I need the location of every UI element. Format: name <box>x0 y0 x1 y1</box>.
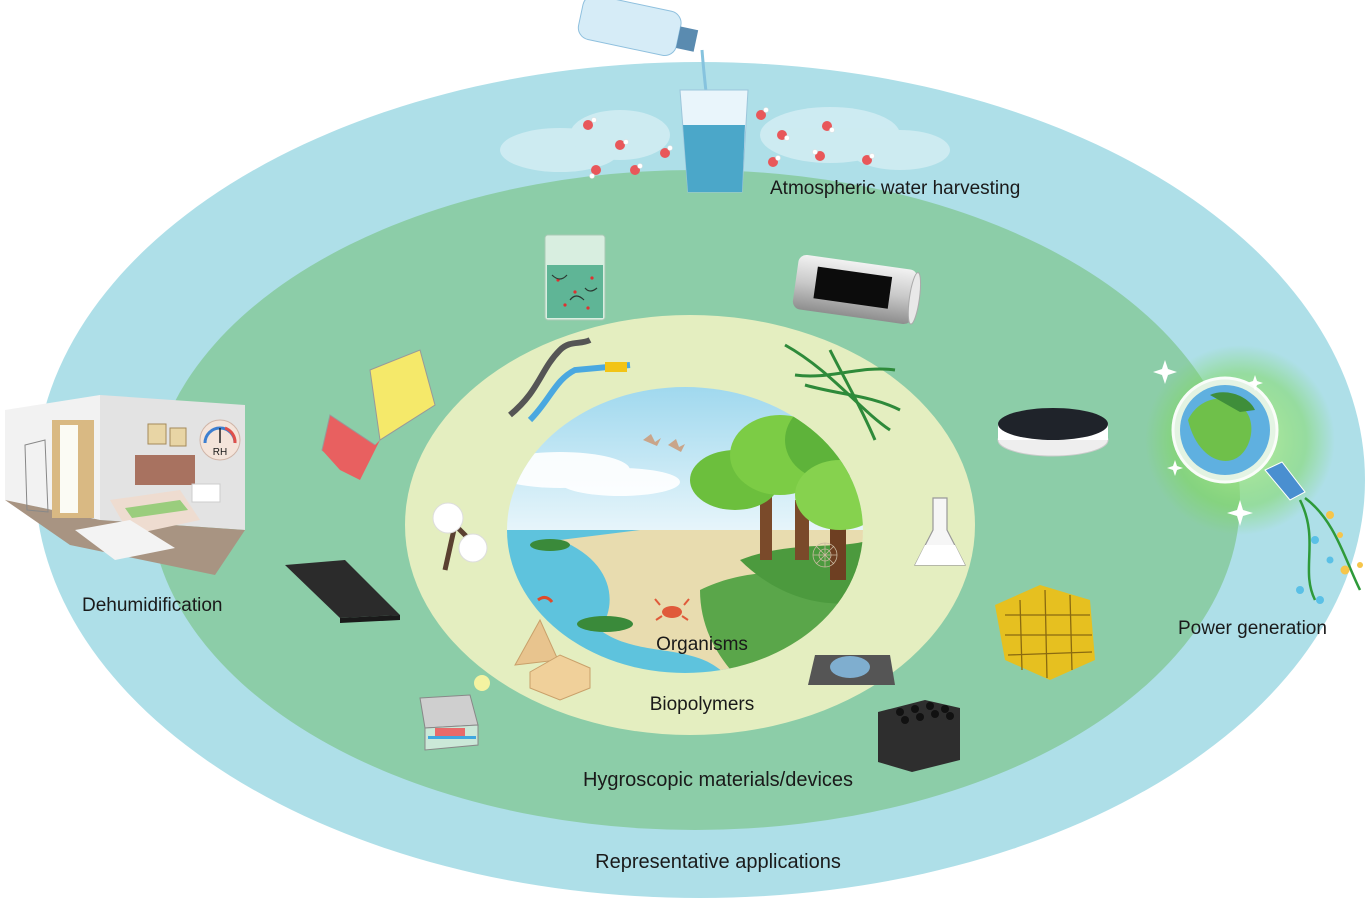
gauge-label: RH <box>213 447 227 458</box>
bird-icon <box>643 434 685 452</box>
organisms-label: Organisms <box>656 634 748 655</box>
power-generation-label: Power generation <box>1178 618 1327 639</box>
fiber-strands-icon <box>784 343 901 441</box>
lightbulb-earth-icon <box>1145 345 1363 604</box>
aerogel-foam-icon <box>995 585 1095 680</box>
solar-device-icon <box>419 675 490 751</box>
spider-web-icon <box>812 542 838 568</box>
honeycomb-monolith-icon <box>878 700 960 772</box>
biopolymers-label: Biopolymers <box>650 694 755 715</box>
disc-sorbent-icon <box>997 408 1109 457</box>
film-sheet-icon <box>321 349 436 480</box>
awh-label: Atmospheric water harvesting <box>770 178 1020 199</box>
wire-icon <box>1298 496 1362 601</box>
bubble-icon <box>1296 511 1363 604</box>
dehumidification-label: Dehumidification <box>82 595 222 616</box>
materials-label: Hygroscopic materials/devices <box>583 769 853 791</box>
water-molecule-icon <box>583 107 875 179</box>
cylinder-device-icon <box>792 254 922 325</box>
sun-glare-icon <box>474 675 490 691</box>
sparkle-icon <box>1153 360 1263 526</box>
humidity-gauge-icon: RH <box>199 419 241 461</box>
cotton-plant-icon <box>432 502 488 571</box>
water-glass-icon <box>679 89 749 193</box>
beaker-gel-icon <box>544 234 606 321</box>
crab-icon <box>654 598 690 621</box>
applications-label: Representative applications <box>595 851 841 873</box>
bedroom-icon <box>5 395 245 575</box>
flask-icon <box>914 497 966 566</box>
membrane-film-icon <box>808 655 895 685</box>
water-bottle-icon <box>577 0 699 57</box>
shrimp-icon <box>537 595 554 603</box>
wood-blocks-icon <box>514 618 591 701</box>
ribbon-strip-icon <box>508 337 631 423</box>
cloud-icon <box>500 107 950 172</box>
panel-sheet-icon <box>285 560 400 623</box>
